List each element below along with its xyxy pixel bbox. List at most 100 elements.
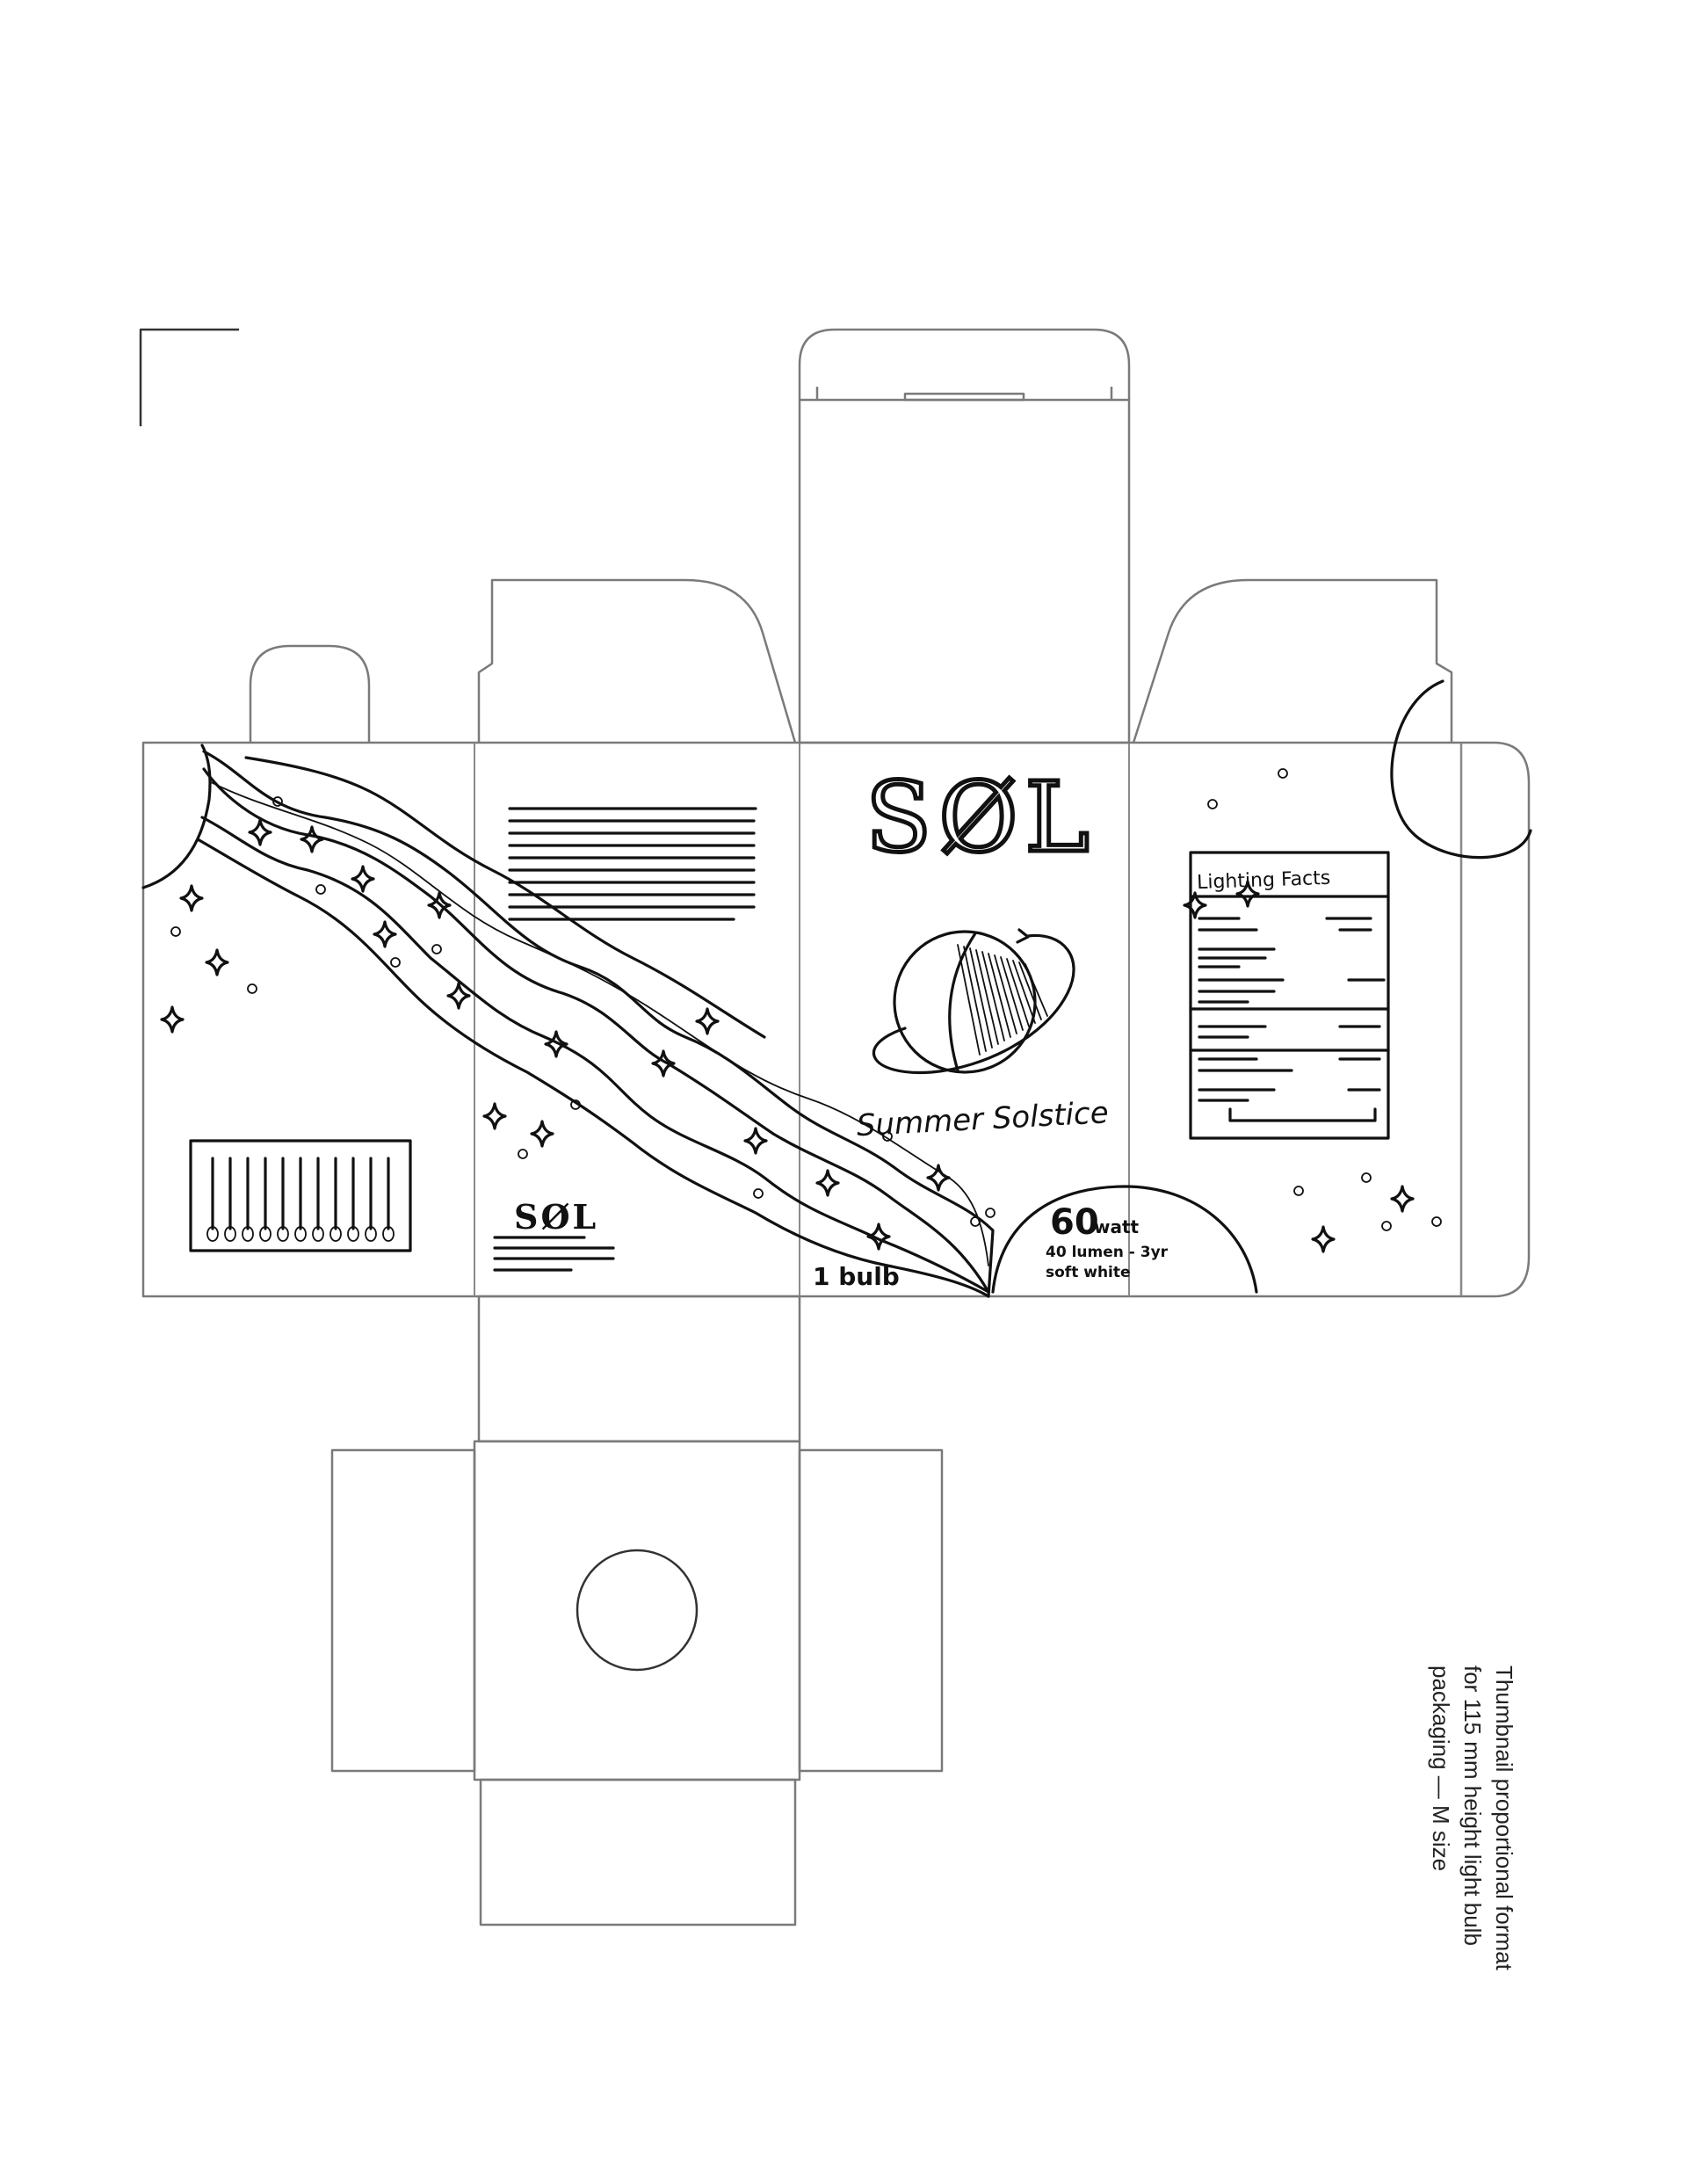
hatch-line xyxy=(1000,956,1024,1031)
bottom-side-flap-right xyxy=(798,1448,944,1773)
small-star-dot xyxy=(390,957,401,968)
bottom-closing-flap xyxy=(479,1778,797,1926)
planet-arc xyxy=(141,744,212,889)
barcode xyxy=(189,1139,412,1252)
barcode-digit xyxy=(294,1226,307,1242)
top-lid xyxy=(798,398,1131,744)
side-panel-text-block xyxy=(508,807,757,921)
hatch-line xyxy=(1006,958,1030,1027)
barcode-digit xyxy=(259,1226,272,1242)
dust-flap-left xyxy=(249,644,371,743)
small-star-dot xyxy=(431,944,442,954)
small-star-dot xyxy=(570,1099,581,1110)
star-icon xyxy=(1311,1225,1336,1253)
planet-illustration xyxy=(872,928,1075,1075)
stars xyxy=(160,768,1442,1253)
star-icon xyxy=(373,920,397,948)
lighting-facts-table xyxy=(1189,851,1390,1140)
small-star-dot xyxy=(247,983,257,994)
small-star-dot xyxy=(315,884,326,895)
front-panel-brand: SØL xyxy=(865,761,1097,874)
star-icon xyxy=(446,982,471,1010)
star-icon xyxy=(695,1007,720,1035)
facts-bracket xyxy=(1228,1107,1377,1122)
star-icon xyxy=(651,1049,676,1077)
star-icon xyxy=(205,948,229,976)
dieline xyxy=(141,328,1531,1926)
star-icon xyxy=(427,891,452,919)
star-icon xyxy=(300,825,324,853)
star-icon xyxy=(544,1030,568,1058)
star-icon xyxy=(926,1164,951,1192)
star-icon xyxy=(179,884,204,912)
small-star-dot xyxy=(1381,1221,1392,1231)
barcode-digit xyxy=(224,1226,236,1242)
top-tuck xyxy=(798,328,1131,400)
bottom-connector xyxy=(477,1295,801,1443)
star-icon xyxy=(815,1169,840,1197)
barcode-digit xyxy=(242,1226,254,1242)
star-icon xyxy=(866,1223,891,1251)
tuck-flap-right xyxy=(1132,578,1453,744)
small-star-dot xyxy=(1278,768,1288,779)
star-icon xyxy=(248,818,272,846)
small-star-dot xyxy=(1293,1186,1304,1196)
small-star-dot xyxy=(985,1208,996,1218)
hatch-line xyxy=(1012,960,1036,1024)
small-star-dot xyxy=(753,1188,764,1199)
badge-line1: 40 lumen - 3yr xyxy=(1046,1244,1169,1261)
hatch-line xyxy=(1018,961,1042,1020)
milky-way-art xyxy=(141,744,995,1298)
small-star-dot xyxy=(272,796,283,807)
bulb-count: 1 bulb xyxy=(813,1262,900,1291)
star-icon xyxy=(1235,880,1260,908)
barcode-digit xyxy=(206,1226,219,1242)
glue-flap xyxy=(1461,741,1531,1298)
bottom-side-flap-left xyxy=(330,1448,476,1773)
badge-wattage: 60 xyxy=(1050,1202,1099,1243)
facts-title: Lighting Facts xyxy=(1197,867,1331,894)
hatch-line xyxy=(988,953,1011,1038)
side-panel-brand: SØL xyxy=(514,1197,598,1237)
barcode-digit xyxy=(365,1226,377,1242)
caption-line-2: for 115 mm height light bulb xyxy=(1459,1665,1486,1946)
barcode-digit xyxy=(277,1226,289,1242)
bulb-hole xyxy=(576,1549,699,1672)
barcode-digit xyxy=(312,1226,324,1242)
star-icon xyxy=(1390,1185,1415,1213)
caption-line-3: packaging — M size xyxy=(1428,1665,1454,1872)
small-star-dot xyxy=(970,1216,981,1227)
small-star-dot xyxy=(882,1131,893,1142)
barcode-digit xyxy=(329,1226,342,1242)
main-strip xyxy=(141,741,1463,1298)
barcode-digit xyxy=(382,1226,395,1242)
tuck-flap-left xyxy=(477,578,797,744)
small-star-dot xyxy=(1207,799,1218,809)
hatch-line xyxy=(969,947,993,1048)
hatch-line xyxy=(1025,963,1048,1017)
front-panel-product-name: Summer Solstice xyxy=(856,1095,1110,1143)
star-icon xyxy=(160,1005,185,1034)
caption-line-1: Thumbnail proportional format xyxy=(1491,1665,1517,1970)
hatch-line xyxy=(975,949,999,1045)
bottom-panel xyxy=(473,1440,801,1781)
hatch-line xyxy=(994,954,1017,1034)
star-icon xyxy=(351,865,375,893)
tuck-slot xyxy=(903,392,1025,402)
barcode-digit xyxy=(347,1226,359,1242)
hatch-line xyxy=(963,946,987,1052)
small-star-dot xyxy=(170,926,181,937)
star-icon xyxy=(482,1102,507,1130)
star-icon xyxy=(530,1120,554,1148)
star-icon xyxy=(1183,891,1207,919)
side-panel-small-lines xyxy=(493,1236,615,1272)
caption: Thumbnail proportional format for 115 mm… xyxy=(1415,1665,1520,2035)
crop-mark xyxy=(139,328,239,426)
hatch-line xyxy=(957,944,981,1056)
right-planet-arc xyxy=(1390,679,1532,860)
small-star-dot xyxy=(1431,1216,1442,1227)
wattage-badge xyxy=(991,1185,1258,1294)
badge-line2: soft white xyxy=(1046,1264,1131,1281)
hatch-line xyxy=(981,951,1005,1041)
